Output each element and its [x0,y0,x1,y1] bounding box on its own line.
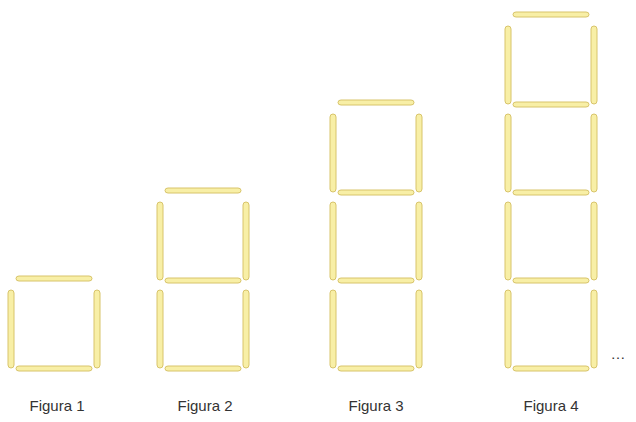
matchstick [416,290,422,368]
matchstick [591,202,597,280]
figure-caption: Figura 4 [523,398,578,413]
matchstick [513,366,589,371]
matchstick [243,202,249,280]
matchstick [165,278,241,283]
matchstick [330,290,336,368]
matchstick [505,290,511,368]
figure-caption: Figura 3 [348,398,403,413]
matchstick [338,190,414,195]
matchstick [505,202,511,280]
matchstick [16,366,92,371]
figure-caption: Figura 2 [177,398,232,413]
matchstick [513,102,589,107]
continuation-ellipsis: … [611,346,626,361]
matchstick [94,290,100,368]
matchstick [513,12,589,17]
matchstick [243,290,249,368]
matchstick [513,190,589,195]
matchstick [16,276,92,281]
matchstick [505,114,511,192]
matchstick [165,366,241,371]
matchstick [591,26,597,104]
matchstick [157,290,163,368]
matchstick [157,202,163,280]
matchstick [416,114,422,192]
figure-caption: Figura 1 [29,398,84,413]
matchstick [330,202,336,280]
matchstick [338,366,414,371]
matchstick [505,26,511,104]
matchstick [8,290,14,368]
matchstick [513,278,589,283]
matchstick [591,114,597,192]
matchstick [330,114,336,192]
matchstick [416,202,422,280]
matchstick [338,278,414,283]
matchstick [338,100,414,105]
matchstick [591,290,597,368]
matchstick [165,188,241,193]
